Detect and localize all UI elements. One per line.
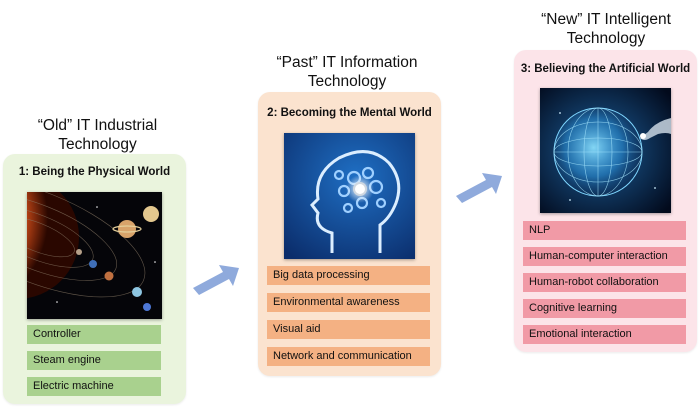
era-1-title-line1: “Old” IT Industrial: [37, 117, 158, 134]
era-3-title-line1: “New” IT Intelligent: [541, 11, 671, 28]
brain-gears-icon: [284, 133, 415, 259]
era-1-item: Controller: [27, 325, 161, 344]
era-2-item: Big data processing: [267, 266, 430, 285]
era-2-item: Environmental awareness: [267, 293, 430, 312]
era-2-title: “Past” IT Information Technology: [258, 53, 436, 91]
era-3-item: Human-robot collaboration: [523, 273, 686, 292]
era-3-title-line2: Technology: [566, 30, 646, 47]
era-2-panel-title: 2: Becoming the Mental World: [267, 107, 432, 119]
era-3-panel: 3: Believing the Artificial World: [514, 50, 697, 352]
era-3-item: NLP: [523, 221, 686, 240]
era-1-panel: 1: Being the Physical World: [3, 154, 186, 404]
era-1-item: Steam engine: [27, 351, 161, 370]
era-3-panel-title: 3: Believing the Artificial World: [520, 63, 691, 75]
arrow-right-icon: [193, 265, 239, 295]
era-2-item: Visual aid: [267, 320, 430, 339]
era-2-title-line2: Technology: [307, 73, 387, 90]
era-2-item: Network and communication: [267, 347, 430, 366]
era-1-item: Electric machine: [27, 377, 161, 396]
era-3-item: Emotional interaction: [523, 325, 686, 344]
digital-globe-icon: [540, 88, 671, 213]
era-2-panel: 2: Becoming the Mental World: [258, 92, 441, 376]
era-3-title: “New” IT Intelligent Technology: [516, 10, 696, 48]
era-3-item: Cognitive learning: [523, 299, 686, 318]
era-2-title-line1: “Past” IT Information: [276, 54, 418, 71]
era-1-title: “Old” IT Industrial Technology: [10, 116, 185, 154]
era-3-item: Human-computer interaction: [523, 247, 686, 266]
arrow-right-icon: [456, 173, 502, 203]
era-1-panel-title: 1: Being the Physical World: [18, 166, 171, 178]
era-1-title-line2: Technology: [58, 136, 137, 153]
solar-system-icon: [27, 192, 162, 319]
